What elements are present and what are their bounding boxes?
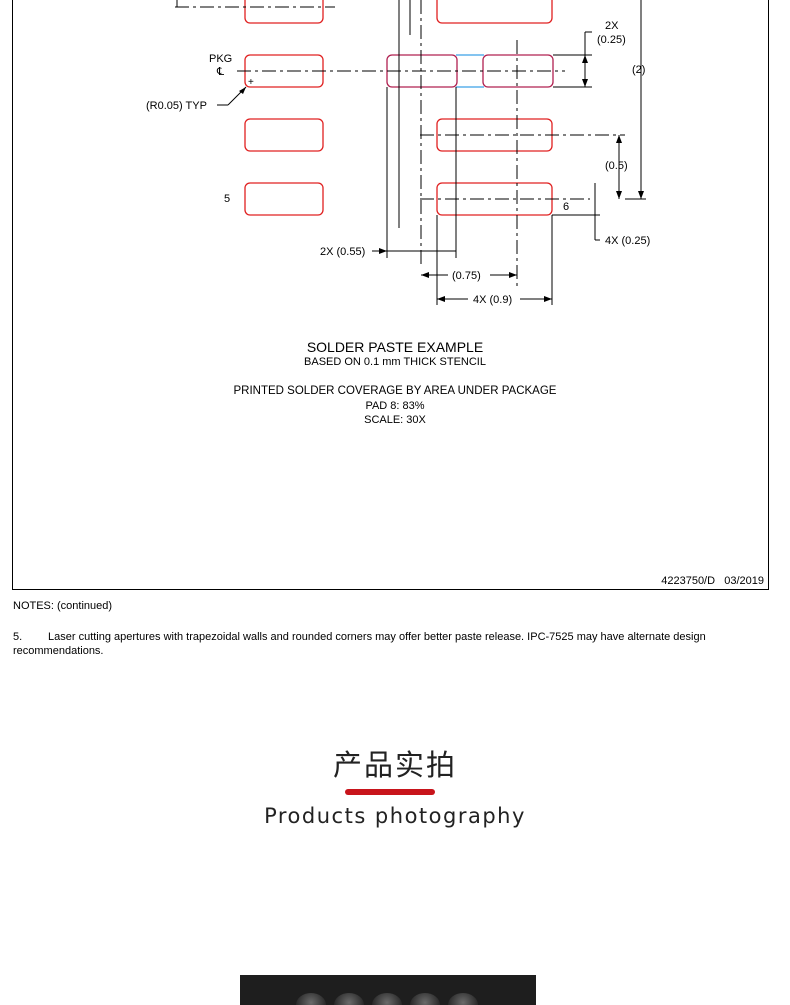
pin-5-label: 5 (224, 193, 230, 205)
pad-left-4 (244, 182, 324, 216)
pkg-centerline-label: ℄ (216, 66, 224, 78)
pad-left-1 (244, 0, 324, 24)
dim-2x-label: 2X (605, 20, 619, 32)
pin-6-label: 6 (563, 201, 569, 213)
note-number: 5. (13, 631, 23, 643)
coverage-note: PRINTED SOLDER COVERAGE BY AREA UNDER PA… (233, 385, 557, 397)
document-number: 4223750/D 03/2019 (661, 575, 764, 587)
pkg-label: PKG (209, 53, 232, 65)
stencil-note: BASED ON 0.1 mm THICK STENCIL (304, 356, 486, 368)
solder-paste-heading: SOLDER PASTE EXAMPLE (306, 339, 484, 355)
plus-mark: + (248, 77, 254, 88)
scale-note: SCALE: 30X (364, 414, 426, 426)
drawing-frame (12, 0, 769, 590)
title-underline-bar (345, 789, 435, 795)
dim-2x-0-55: 2X (0.55) (320, 246, 365, 258)
radius-label: (R0.05) TYP (146, 100, 207, 112)
notes-heading: NOTES: (continued) (13, 600, 113, 612)
section-title: 产品实拍 (332, 748, 457, 782)
note-text: Laser cutting apertures with trapezoidal… (13, 631, 706, 657)
dim-2x-value: (0.25) (597, 34, 626, 46)
dim-4x-0-25: 4X (0.25) (605, 235, 650, 247)
pad-left-3 (244, 118, 324, 152)
dim-0-5: (0.5) (605, 160, 628, 172)
dim-0-75: (0.75) (452, 270, 481, 282)
solder-paste-drawing: PKG ℄ + (R0.05) TYP 5 6 2X (0.25) (2) (0… (146, 0, 650, 306)
dim-2: (2) (632, 64, 645, 76)
section-subtitle: Products photography (264, 804, 526, 828)
dim-4x-0-9: 4X (0.9) (473, 294, 512, 306)
pad8-coverage: PAD 8: 83% (365, 400, 425, 412)
note-item: 5.Laser cutting apertures with trapezoid… (13, 630, 773, 658)
pad-right-top (436, 0, 553, 24)
